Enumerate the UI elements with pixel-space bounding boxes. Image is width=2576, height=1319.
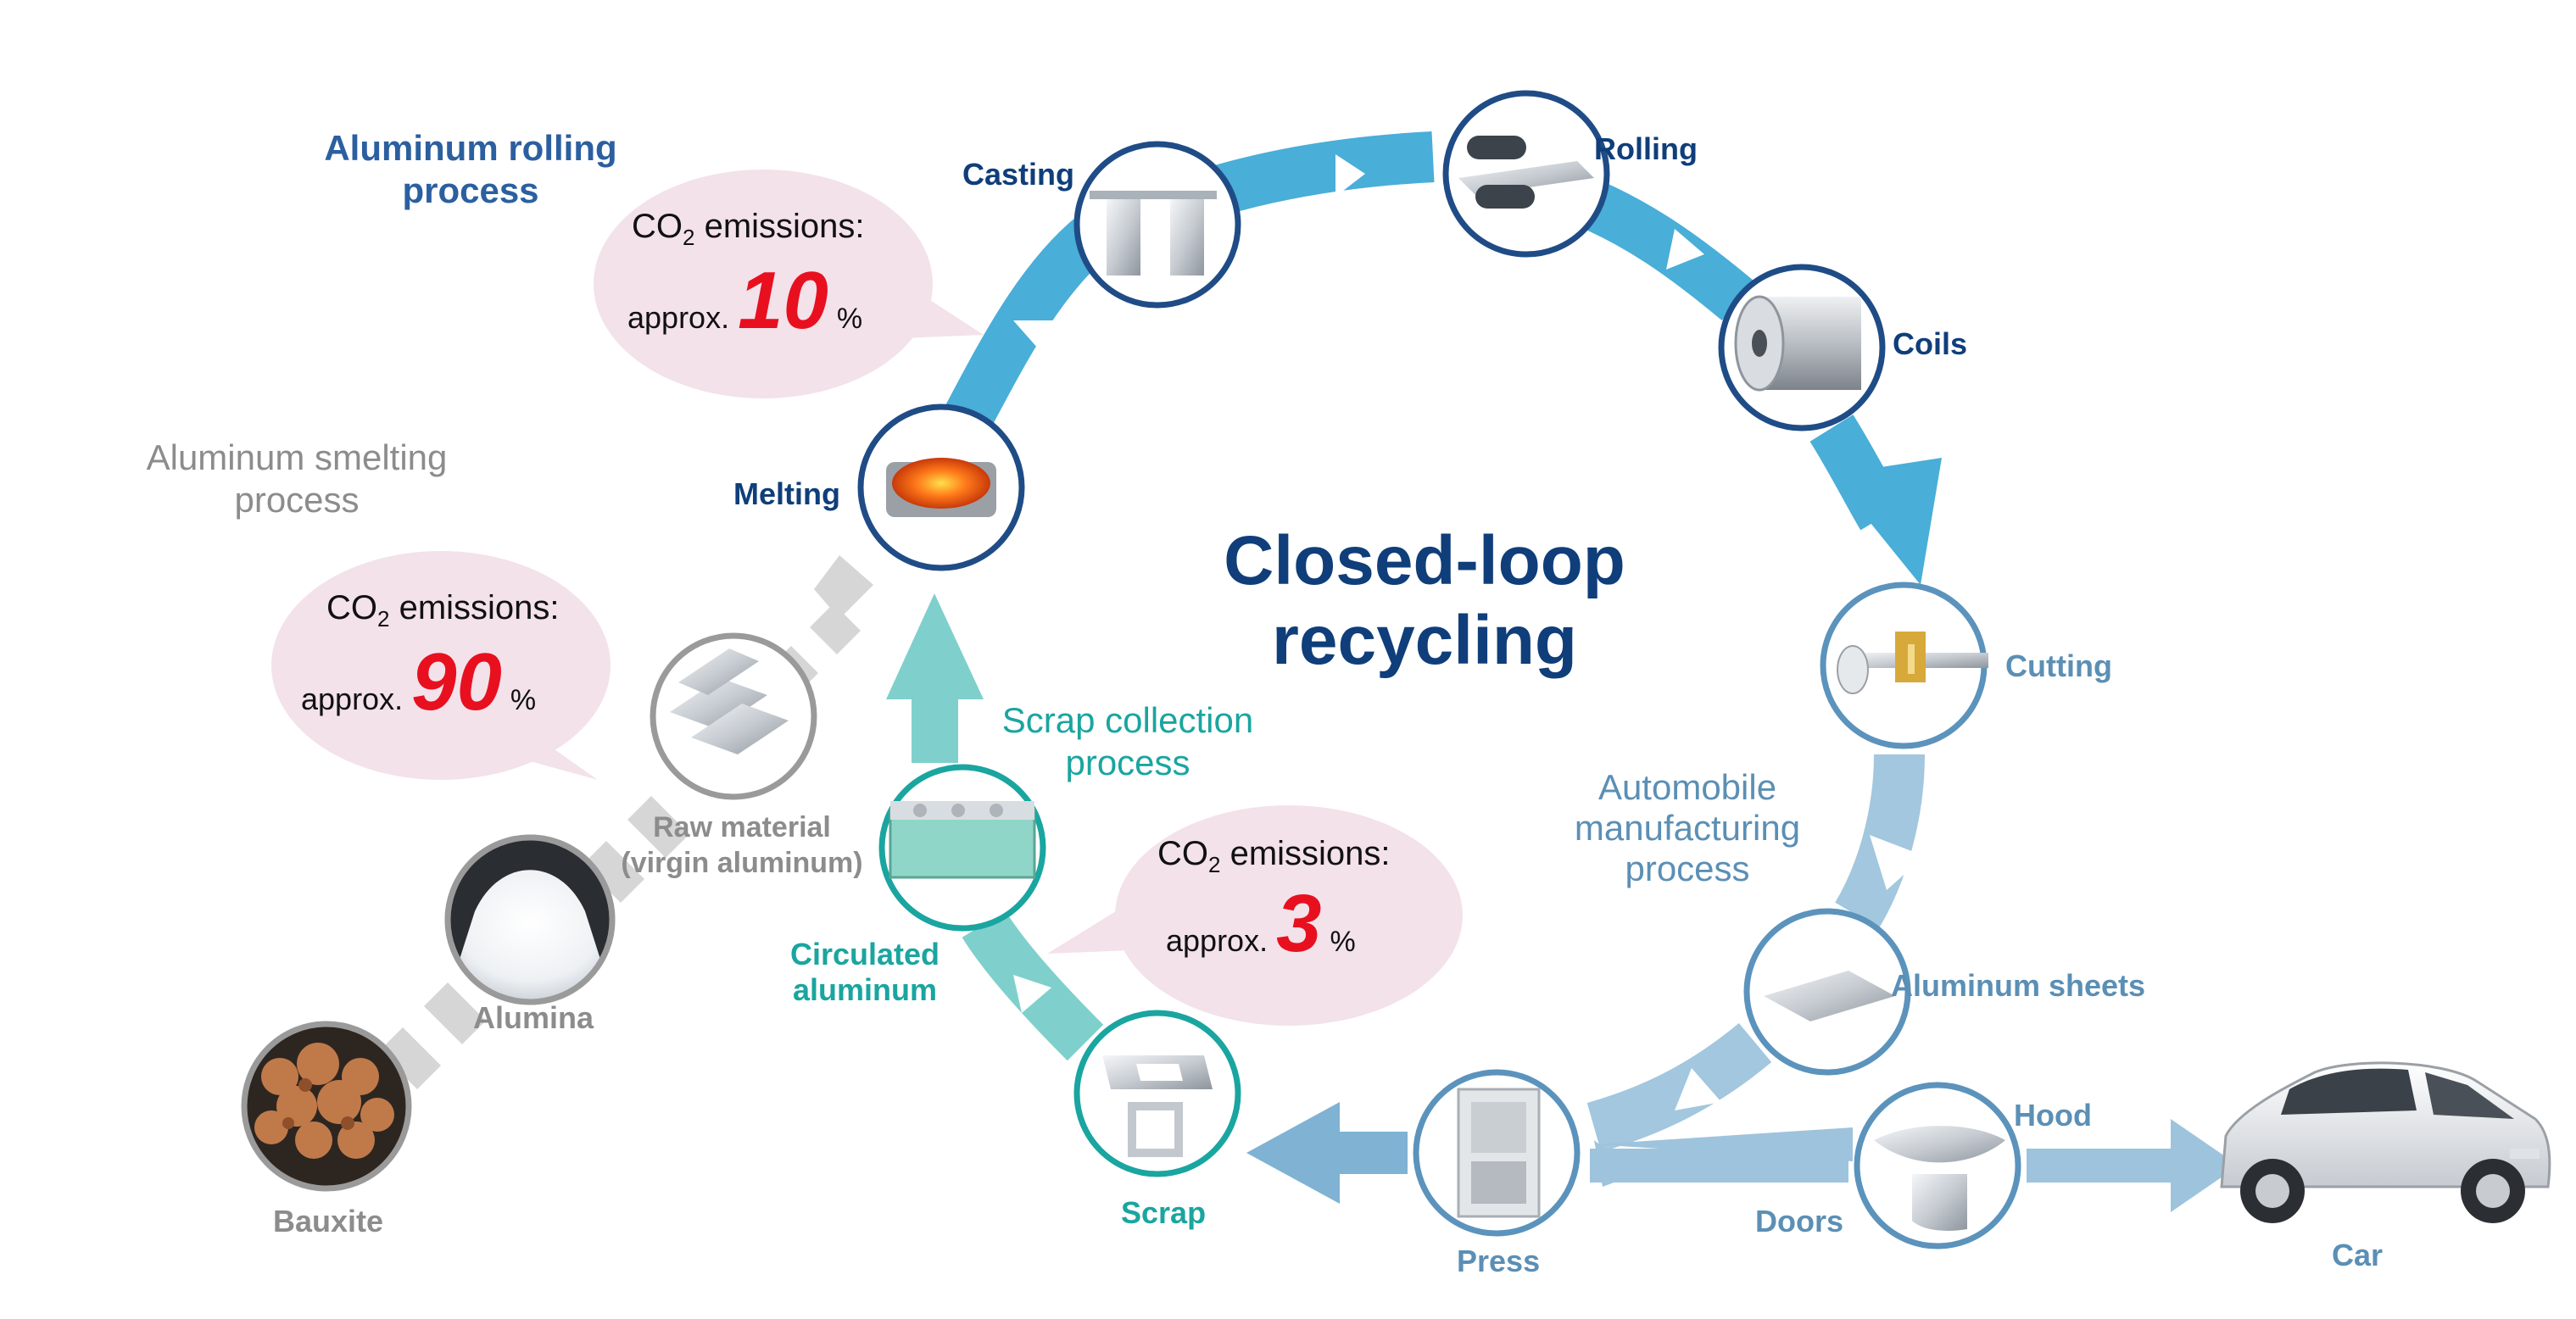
coils-node[interactable] bbox=[1718, 264, 1886, 431]
press-label: Press bbox=[1457, 1244, 1541, 1278]
scrap-arc bbox=[886, 593, 1104, 1061]
cutting-node[interactable] bbox=[1820, 582, 1988, 749]
circulated-aluminum-node[interactable] bbox=[878, 764, 1046, 932]
melting-node[interactable] bbox=[857, 403, 1025, 571]
rolling-emissions-value: 10 bbox=[738, 255, 828, 346]
casting-label: Casting bbox=[962, 157, 1075, 192]
raw-material-line1: Raw material bbox=[653, 811, 831, 843]
scrap-process-heading: Scrap collection process bbox=[958, 699, 1297, 784]
circulated-aluminum-label: Circulated aluminum bbox=[780, 937, 950, 1008]
car-label: Car bbox=[2332, 1238, 2384, 1272]
product-arrows bbox=[1590, 1119, 2239, 1212]
alumina-node[interactable] bbox=[444, 834, 616, 1005]
main-title-line1: Closed-loop bbox=[1224, 522, 1625, 599]
scrap-emissions-unit: % bbox=[1330, 926, 1356, 958]
scrap-process-line2: process bbox=[1065, 743, 1190, 782]
smelting-process-line1: Aluminum smelting bbox=[146, 437, 448, 477]
circulated-line2: aluminum bbox=[792, 972, 937, 1007]
scrap-node[interactable] bbox=[1073, 1010, 1241, 1177]
scrap-approx-label: approx. bbox=[1166, 923, 1268, 958]
rolling-emissions-unit: % bbox=[836, 303, 863, 335]
automobile-process-line1: Automobile bbox=[1597, 767, 1777, 807]
bubble-rolling bbox=[594, 170, 984, 398]
smelting-co-sub: 2 bbox=[377, 606, 390, 632]
melting-label: Melting bbox=[733, 476, 840, 511]
main-title: Closed-loop recycling bbox=[1170, 521, 1679, 681]
doors-label: Doors bbox=[1755, 1204, 1844, 1238]
press-node[interactable] bbox=[1413, 1069, 1581, 1237]
smelting-emissions-unit: % bbox=[510, 684, 537, 716]
scrap-co-sub: 2 bbox=[1208, 852, 1221, 877]
coils-label: Coils bbox=[1893, 326, 1968, 361]
rolling-approx-label: approx. bbox=[627, 300, 730, 335]
main-title-line2: recycling bbox=[1271, 602, 1578, 679]
automobile-process-line2: manufacturing bbox=[1574, 808, 1801, 848]
rolling-co-label: CO bbox=[632, 208, 683, 245]
automobile-process-line3: process bbox=[1625, 849, 1750, 888]
smelting-approx: approx. 90 % bbox=[301, 640, 536, 743]
scrap-co-label: CO bbox=[1157, 835, 1208, 872]
rolling-co-sub: 2 bbox=[683, 225, 695, 250]
aluminum-sheets-label: Aluminum sheets bbox=[1891, 968, 2146, 1003]
rolling-emissions: CO2 emissions: bbox=[632, 208, 865, 251]
rolling-process-line2: process bbox=[402, 170, 539, 210]
scrap-approx: approx. 3 % bbox=[1166, 882, 1356, 984]
scrap-label: Scrap bbox=[1121, 1195, 1207, 1230]
smelting-approx-label: approx. bbox=[301, 682, 404, 716]
raw-material-label: Raw material (virgin aluminum) bbox=[619, 810, 865, 881]
smelting-emissions-suffix: emissions: bbox=[389, 589, 560, 626]
rolling-label: Rolling bbox=[1594, 131, 1698, 166]
smelting-process-heading: Aluminum smelting process bbox=[93, 437, 500, 521]
raw-material-line2: (virgin aluminum) bbox=[621, 847, 863, 879]
car-illustration bbox=[2220, 1061, 2551, 1223]
automobile-process-heading: Automobile manufacturing process bbox=[1526, 767, 1848, 889]
rolling-process-heading: Aluminum rolling process bbox=[280, 127, 661, 212]
bubble-scrap bbox=[1047, 805, 1463, 1026]
scrap-emissions: CO2 emissions: bbox=[1157, 835, 1391, 878]
smelting-process-line2: process bbox=[234, 480, 360, 520]
smelting-emissions: CO2 emissions: bbox=[326, 589, 560, 632]
scrap-emissions-suffix: emissions: bbox=[1220, 835, 1391, 872]
rolling-approx: approx. 10 % bbox=[627, 259, 862, 361]
rolling-emissions-suffix: emissions: bbox=[694, 208, 865, 245]
casting-node[interactable] bbox=[1073, 141, 1241, 309]
scrap-emissions-value: 3 bbox=[1276, 878, 1322, 969]
rolling-process-line1: Aluminum rolling bbox=[324, 128, 617, 168]
smelting-co-label: CO bbox=[326, 589, 377, 626]
bauxite-label: Bauxite bbox=[273, 1204, 384, 1238]
smelting-emissions-value: 90 bbox=[411, 637, 502, 727]
aluminum-sheets-node[interactable] bbox=[1743, 908, 1911, 1076]
scrap-process-line1: Scrap collection bbox=[1001, 700, 1254, 740]
raw-material-node[interactable] bbox=[650, 632, 817, 800]
rolling-node[interactable] bbox=[1442, 90, 1610, 258]
circulated-line1: Circulated bbox=[789, 937, 940, 971]
cutting-label: Cutting bbox=[2005, 648, 2112, 683]
hood-label: Hood bbox=[2014, 1098, 2092, 1133]
bubble-smelting bbox=[271, 551, 611, 780]
alumina-label: Alumina bbox=[473, 1000, 594, 1035]
manufacturing-arc bbox=[1586, 754, 1925, 1152]
press-to-scrap-arrow bbox=[1246, 1102, 1408, 1204]
hood-node[interactable] bbox=[1854, 1082, 2021, 1249]
bauxite-node[interactable] bbox=[241, 1021, 412, 1192]
